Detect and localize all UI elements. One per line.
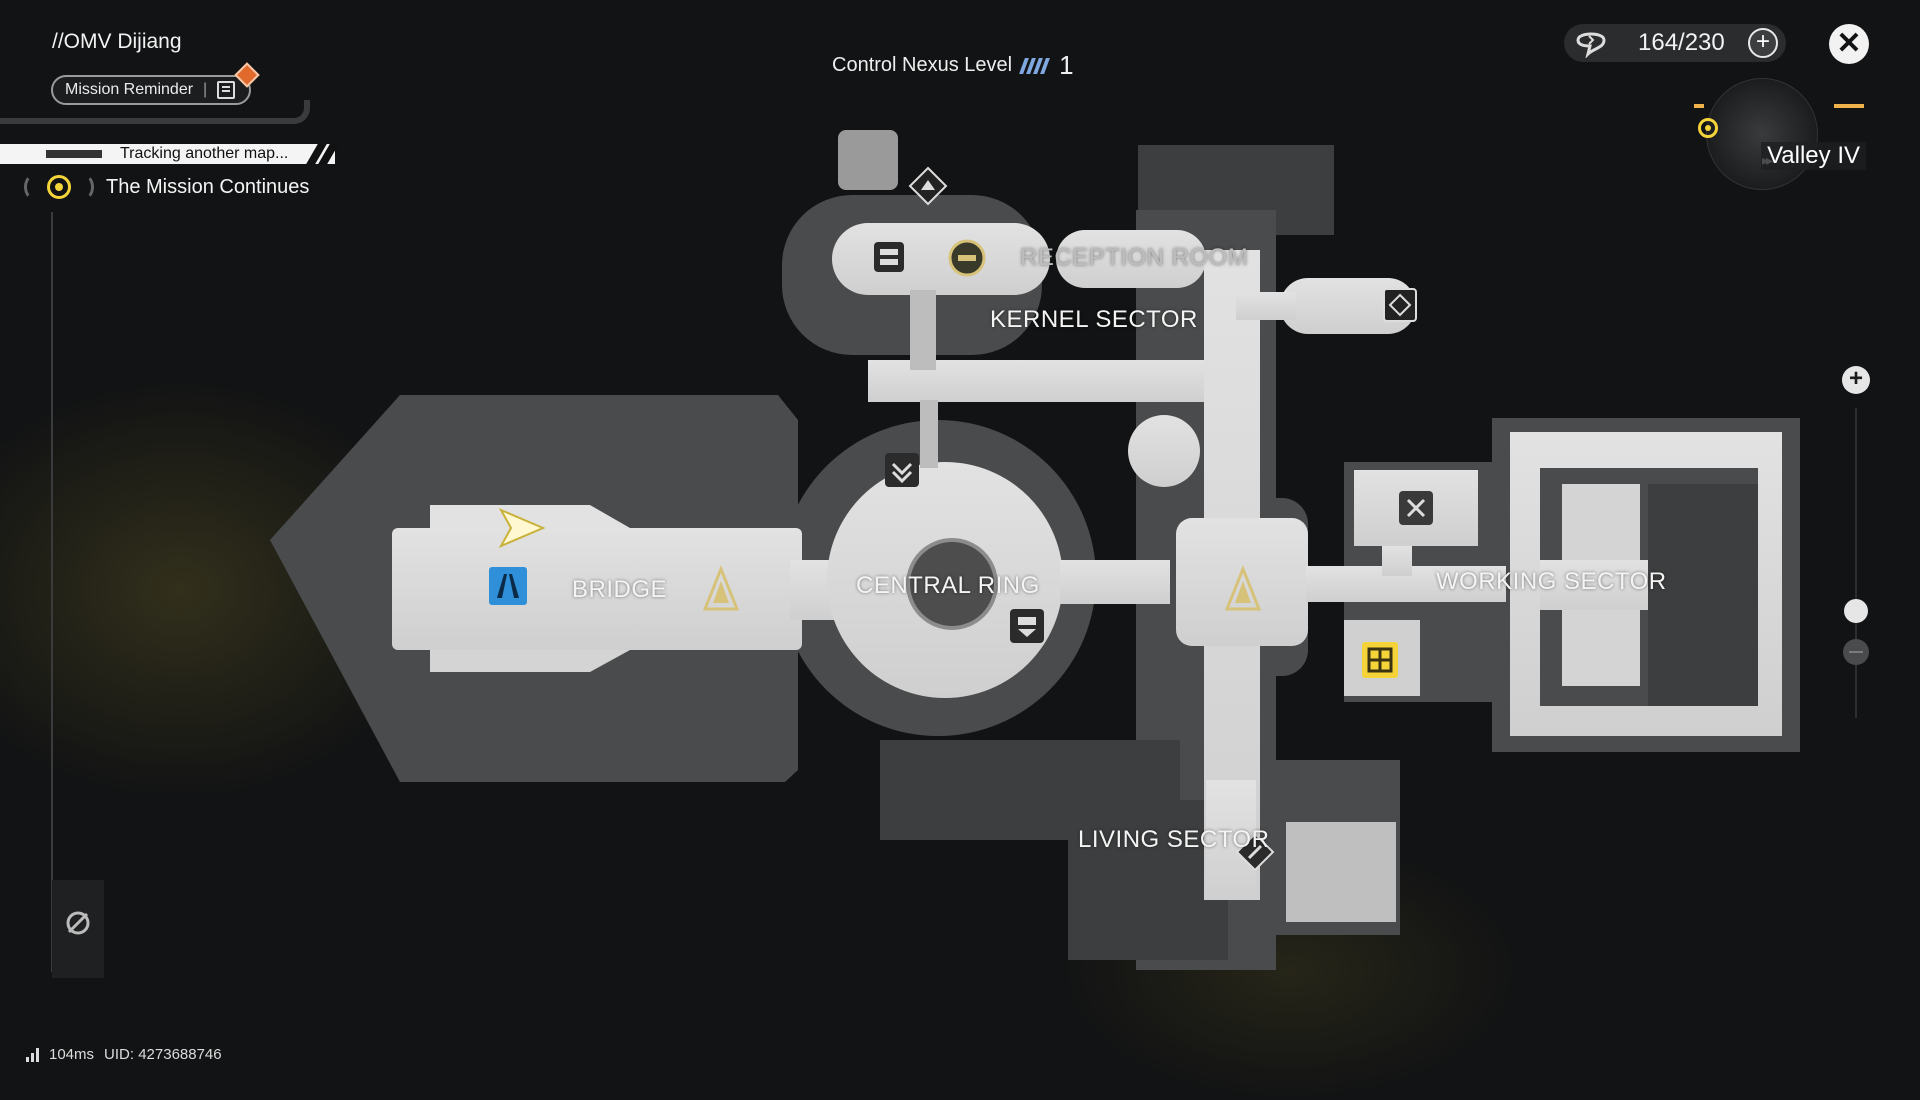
kernel-stem [910,290,936,370]
region-strip [1694,104,1864,108]
slash-decoration-icon [306,144,339,164]
yellow-facility-icon [1362,642,1398,678]
region-name: Valley IV [1761,142,1866,170]
working-inner-room-bot [1562,610,1640,686]
mission-target-icon [24,172,94,202]
bridge-prow-top [430,505,630,528]
east-hub [1176,518,1308,646]
zoom-in-button[interactable]: + [1842,366,1870,394]
map-label-kernel-sector: KERNEL SECTOR [990,306,1198,333]
zoom-slider-handle[interactable] [1844,599,1868,623]
left-rail [51,212,53,972]
working-stem [1382,546,1412,576]
add-sanity-button[interactable]: + [1748,28,1778,58]
close-icon: ✕ [1836,27,1862,60]
dome-room [1128,415,1200,487]
central-core [906,538,998,630]
map-filter-icon [66,911,90,935]
tracking-tag-icon [46,150,102,158]
separator: | [203,81,208,98]
zoom-out-button[interactable] [1843,639,1869,665]
player-arrow-icon [498,507,546,549]
region-minimap [1706,78,1818,190]
mission-reminder-button[interactable]: Mission Reminder | [51,75,251,105]
waypoint-top-icon [908,166,948,206]
control-nexus-level: Control Nexus Level 1 [832,50,1074,81]
current-mission[interactable]: The Mission Continues [24,172,309,202]
map-label-central-ring: CENTRAL RING [856,572,1040,599]
terminal-icon [874,242,904,272]
map-label-bridge: BRIDGE [572,576,668,603]
reception-left [832,223,1050,295]
lower-left-block [1068,800,1228,960]
bridge-prow-bot [430,650,630,672]
top-room [838,130,898,190]
east-room-icon [1383,288,1417,322]
bridge-spawn-icon [489,567,527,605]
region-pin-icon [1698,118,1718,138]
ping-value: 104ms [49,1046,95,1063]
ring-south-icon [1010,609,1044,643]
living-diamond-icon [1235,832,1275,872]
copy-icon [217,81,236,99]
east-room [1280,278,1416,334]
region-switcher[interactable]: ▸▸ Valley IV [1692,78,1868,190]
map-label-reception-room: RECEPTION ROOM [1020,244,1249,271]
nexus-progress-icon [1019,57,1051,74]
location-title: //OMV Dijiang [52,30,182,53]
close-button[interactable]: ✕ [1829,24,1869,64]
reminder-frame [0,100,310,124]
living-room [1286,822,1396,922]
zoom-slider-track[interactable] [1855,408,1857,718]
teleport-reception-icon [948,239,986,277]
reception-right [1056,230,1206,288]
working-inner-floor [1648,484,1758,706]
uid-text: UID: 4273688746 [104,1046,222,1063]
working-icon [1399,491,1433,525]
nexus-label: Control Nexus Level [832,54,1013,76]
sanity-icon [1576,32,1606,58]
east-link [1060,560,1170,604]
ring-north-icon [885,453,919,487]
teleport-east-icon [1224,564,1262,611]
tracking-banner[interactable]: Tracking another map... [0,144,339,164]
signal-icon [26,1047,39,1062]
working-inner-room-top [1562,484,1640,560]
working-inner-bridge [1540,560,1648,610]
nexus-level-value: 1 [1059,50,1074,80]
mission-reminder-label: Mission Reminder [65,81,194,98]
map-label-living-sector: LIVING SECTOR [1078,826,1270,853]
tracking-text: Tracking another map... [120,145,289,162]
sanity-value: 164/230 [1638,29,1725,56]
map-label-working-sector: WORKING SECTOR [1436,568,1667,595]
east-room-link [1236,292,1296,320]
mission-name: The Mission Continues [106,175,310,198]
bridge-deck [392,528,802,650]
ring-stem [920,400,938,468]
status-footer: 104ms UID: 4273688746 [26,1046,222,1063]
teleport-bridge-icon [702,564,740,611]
sanity-counter: 164/230 + [1564,24,1786,62]
map-filter-button[interactable] [52,880,104,978]
